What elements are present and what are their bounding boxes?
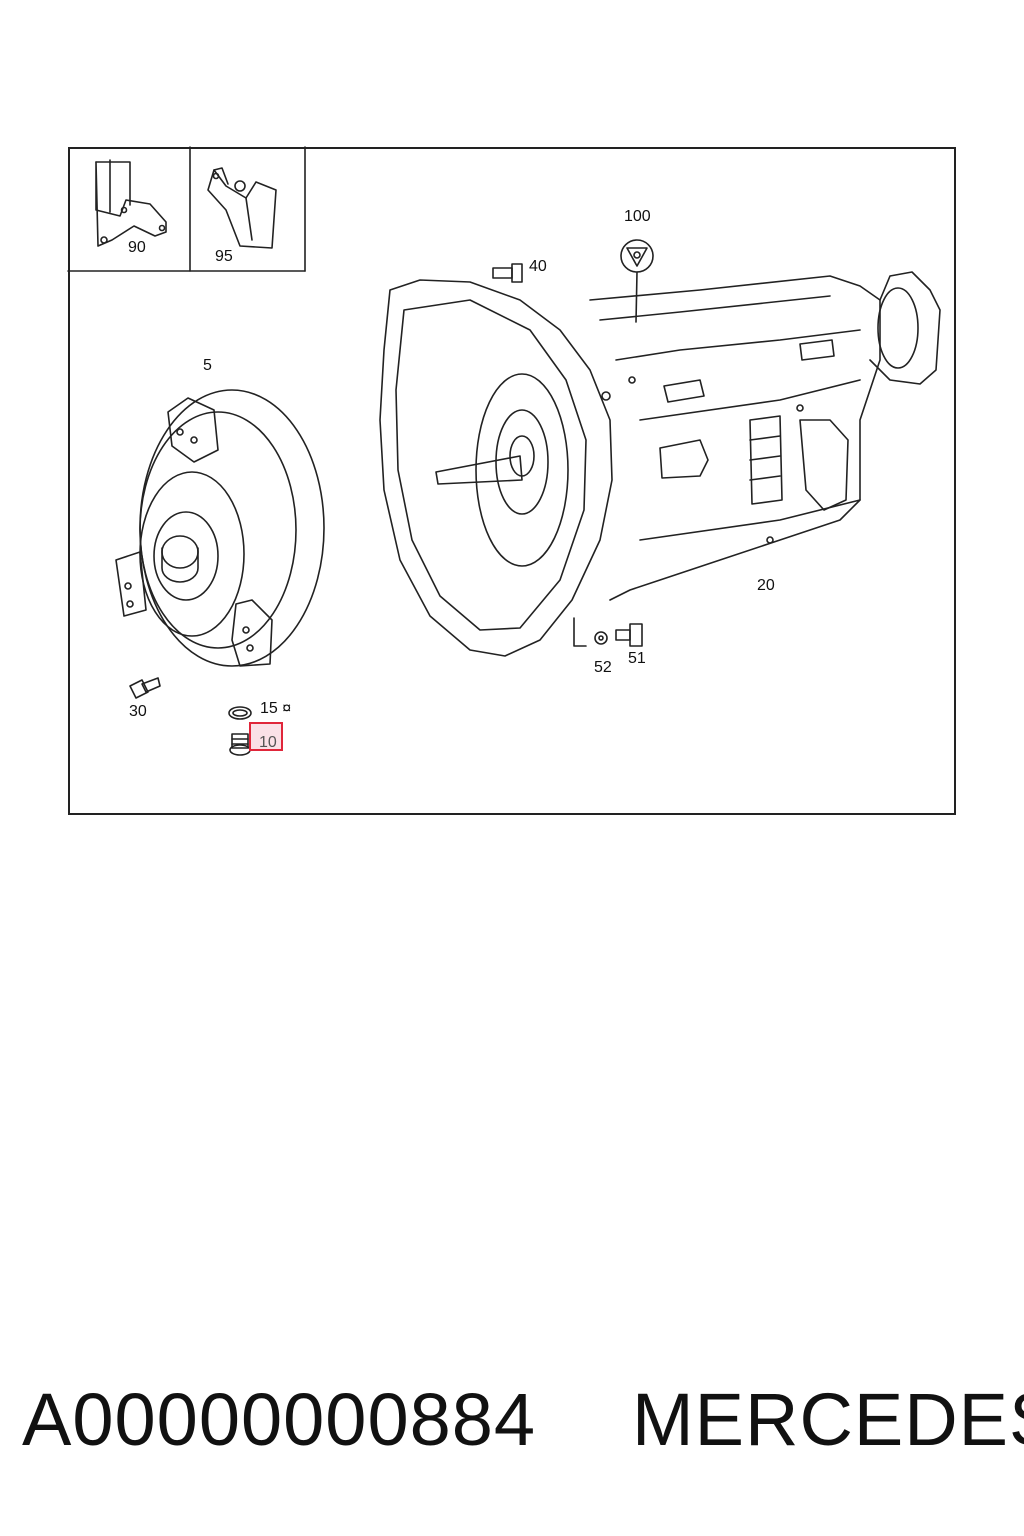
- torque-converter-drawing: [115, 389, 325, 667]
- callout-90: 90: [128, 239, 146, 256]
- callout-100: 100: [624, 208, 651, 225]
- inset-panels: [67, 146, 306, 272]
- transmission-exploded-diagram: [67, 146, 941, 756]
- drain-plug-10-drawing: [229, 733, 251, 756]
- callout-30: 30: [129, 703, 147, 720]
- bolt-51-drawing: [615, 623, 643, 647]
- bolt-40-drawing: [492, 263, 523, 283]
- callout-52: 52: [594, 659, 612, 676]
- callout-95: 95: [215, 248, 233, 265]
- callout-40: 40: [529, 258, 547, 275]
- warning-label-100-drawing: [620, 239, 654, 323]
- bolt-30-drawing: [129, 677, 161, 699]
- seal-ring-15-drawing: [228, 706, 252, 720]
- callout-15: 15 ¤: [260, 700, 292, 717]
- callout-51: 51: [628, 650, 646, 667]
- callout-10-highlighted: 10: [259, 734, 277, 751]
- bracket-95-drawing: [207, 167, 277, 249]
- footer: A00000000884 MERCEDES: [0, 1375, 1024, 1475]
- bracket-90-drawing: [95, 159, 167, 247]
- washer-52-drawing: [573, 617, 608, 647]
- part-number: A00000000884: [22, 1378, 537, 1461]
- callout-20: 20: [757, 577, 775, 594]
- transmission-housing-drawing: [379, 271, 941, 657]
- brand-name: MERCEDES: [632, 1378, 1024, 1461]
- highlight-box-part-10: [249, 722, 283, 751]
- callout-5: 5: [203, 357, 212, 374]
- diagram-frame: [68, 147, 956, 815]
